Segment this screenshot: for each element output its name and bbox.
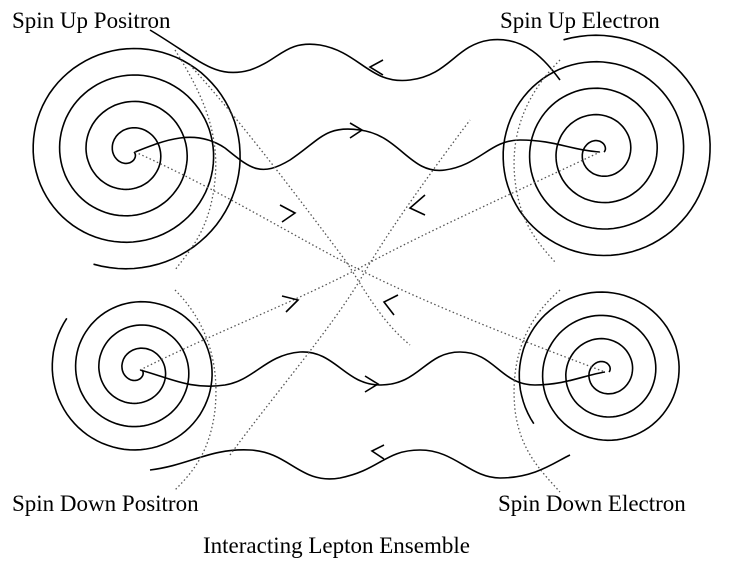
dotted-arc-tr bbox=[513, 59, 561, 263]
spin-up-positron-label: Spin Up Positron bbox=[12, 8, 171, 33]
spin-down-positron-spiral bbox=[51, 300, 213, 451]
spin-down-electron-label: Spin Down Electron bbox=[498, 491, 686, 516]
diagram-caption: Interacting Lepton Ensemble bbox=[203, 533, 470, 558]
arrow-diag-left-lower bbox=[382, 294, 399, 316]
arrow-top-inner-right bbox=[349, 122, 364, 139]
bottom-inner-wave bbox=[139, 351, 606, 387]
arrow-diag-left-upper bbox=[408, 194, 426, 216]
arrow-top-left-pointing bbox=[368, 59, 384, 76]
dotted-diagonal-tl-br bbox=[134, 151, 606, 373]
top-inner-wave bbox=[134, 128, 601, 172]
spin-down-positron-label: Spin Down Positron bbox=[12, 491, 199, 516]
spin-down-electron-spiral bbox=[518, 291, 680, 442]
spin-up-electron-label: Spin Up Electron bbox=[500, 8, 660, 33]
dotted-arc-tl bbox=[174, 49, 217, 271]
arrow-bottom-left-pointing bbox=[370, 444, 385, 460]
dotted-curve-tl bbox=[189, 64, 411, 346]
top-outer-wave bbox=[149, 29, 561, 82]
spin-up-positron-spiral bbox=[32, 47, 241, 270]
bottom-outer-wave bbox=[149, 449, 571, 480]
spin-up-electron-spiral bbox=[502, 34, 711, 257]
dotted-arc-br bbox=[513, 289, 561, 493]
arrow-diag-right-upper bbox=[279, 204, 297, 223]
arrow-bottom-inner-right bbox=[364, 375, 380, 393]
dotted-diagonal-bl-tr bbox=[139, 151, 601, 371]
arrow-diag-right-lower bbox=[281, 295, 300, 313]
